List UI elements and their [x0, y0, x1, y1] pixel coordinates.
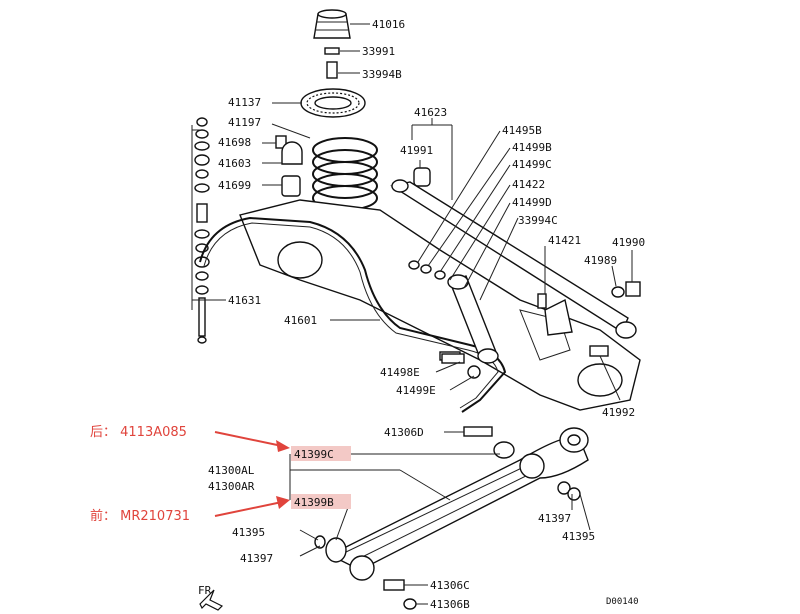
label-41395-left: 41395: [232, 526, 265, 539]
label-41397-right: 41397: [538, 512, 571, 525]
right-nuts: [589, 281, 641, 357]
label-41603: 41603: [218, 157, 251, 170]
label-41499e: 41499E: [396, 384, 436, 397]
label-41991: 41991: [400, 144, 433, 157]
label-41399b: 41399B: [294, 496, 334, 509]
rear-part-annotation: 后： 4113A085: [90, 425, 187, 440]
label-41395-right: 41395: [562, 530, 595, 543]
label-41498e: 41498E: [380, 366, 420, 379]
label-41495b: 41495B: [502, 124, 542, 137]
nut-41306b: [403, 598, 417, 610]
label-41699: 41699: [218, 179, 251, 192]
label-41499b: 41499B: [512, 141, 552, 154]
label-41698: 41698: [218, 136, 251, 149]
label-33994b: 33994B: [362, 68, 402, 81]
label-41989: 41989: [584, 254, 617, 267]
label-41137: 41137: [228, 96, 261, 109]
stabilizer-link-stack: [191, 117, 210, 344]
label-41992: 41992: [602, 406, 635, 419]
rear-arrow: [214, 431, 290, 452]
label-41631: 41631: [228, 294, 261, 307]
label-41499c: 41499C: [512, 158, 552, 171]
front-part-annotation: 前： MR210731: [90, 508, 190, 524]
label-41399c: 41399C: [294, 448, 334, 461]
coil-spring: [312, 137, 378, 211]
label-41421: 41421: [548, 234, 581, 247]
bolt-41306c: [383, 579, 405, 591]
fr-label: FR: [198, 584, 212, 597]
stabilizer-bolt: [441, 353, 481, 379]
label-41499d: 41499D: [512, 196, 552, 209]
front-arrow: [214, 496, 290, 517]
highlight-41399c: [291, 446, 351, 461]
label-41623: 41623: [414, 106, 447, 119]
label-41016: 41016: [372, 18, 405, 31]
spring-pad: [300, 88, 366, 118]
front-direction-arrow: [199, 589, 224, 611]
lateral-rod-bracket: [537, 293, 573, 336]
label-41306d: 41306D: [384, 426, 424, 439]
label-33991: 33991: [362, 45, 395, 58]
label-41306b: 41306B: [430, 598, 470, 611]
stabilizer-clamp: [275, 135, 303, 197]
label-41197: 41197: [228, 116, 261, 129]
label-41422: 41422: [512, 178, 545, 191]
bump-stopper: [313, 9, 351, 79]
label-41300al: 41300AL: [208, 464, 255, 477]
label-41601: 41601: [284, 314, 317, 327]
label-41306c: 41306C: [430, 579, 470, 592]
lower-control-arm: [314, 427, 589, 581]
label-41397-left: 41397: [240, 552, 273, 565]
diagram-code: D00140: [606, 597, 639, 607]
highlight-41399b: [291, 494, 351, 509]
label-33994c: 33994C: [518, 214, 558, 227]
label-41990: 41990: [612, 236, 645, 249]
bolt-41306d: [463, 426, 493, 437]
axle-housing: [239, 199, 641, 411]
label-41300ar: 41300AR: [208, 480, 255, 493]
